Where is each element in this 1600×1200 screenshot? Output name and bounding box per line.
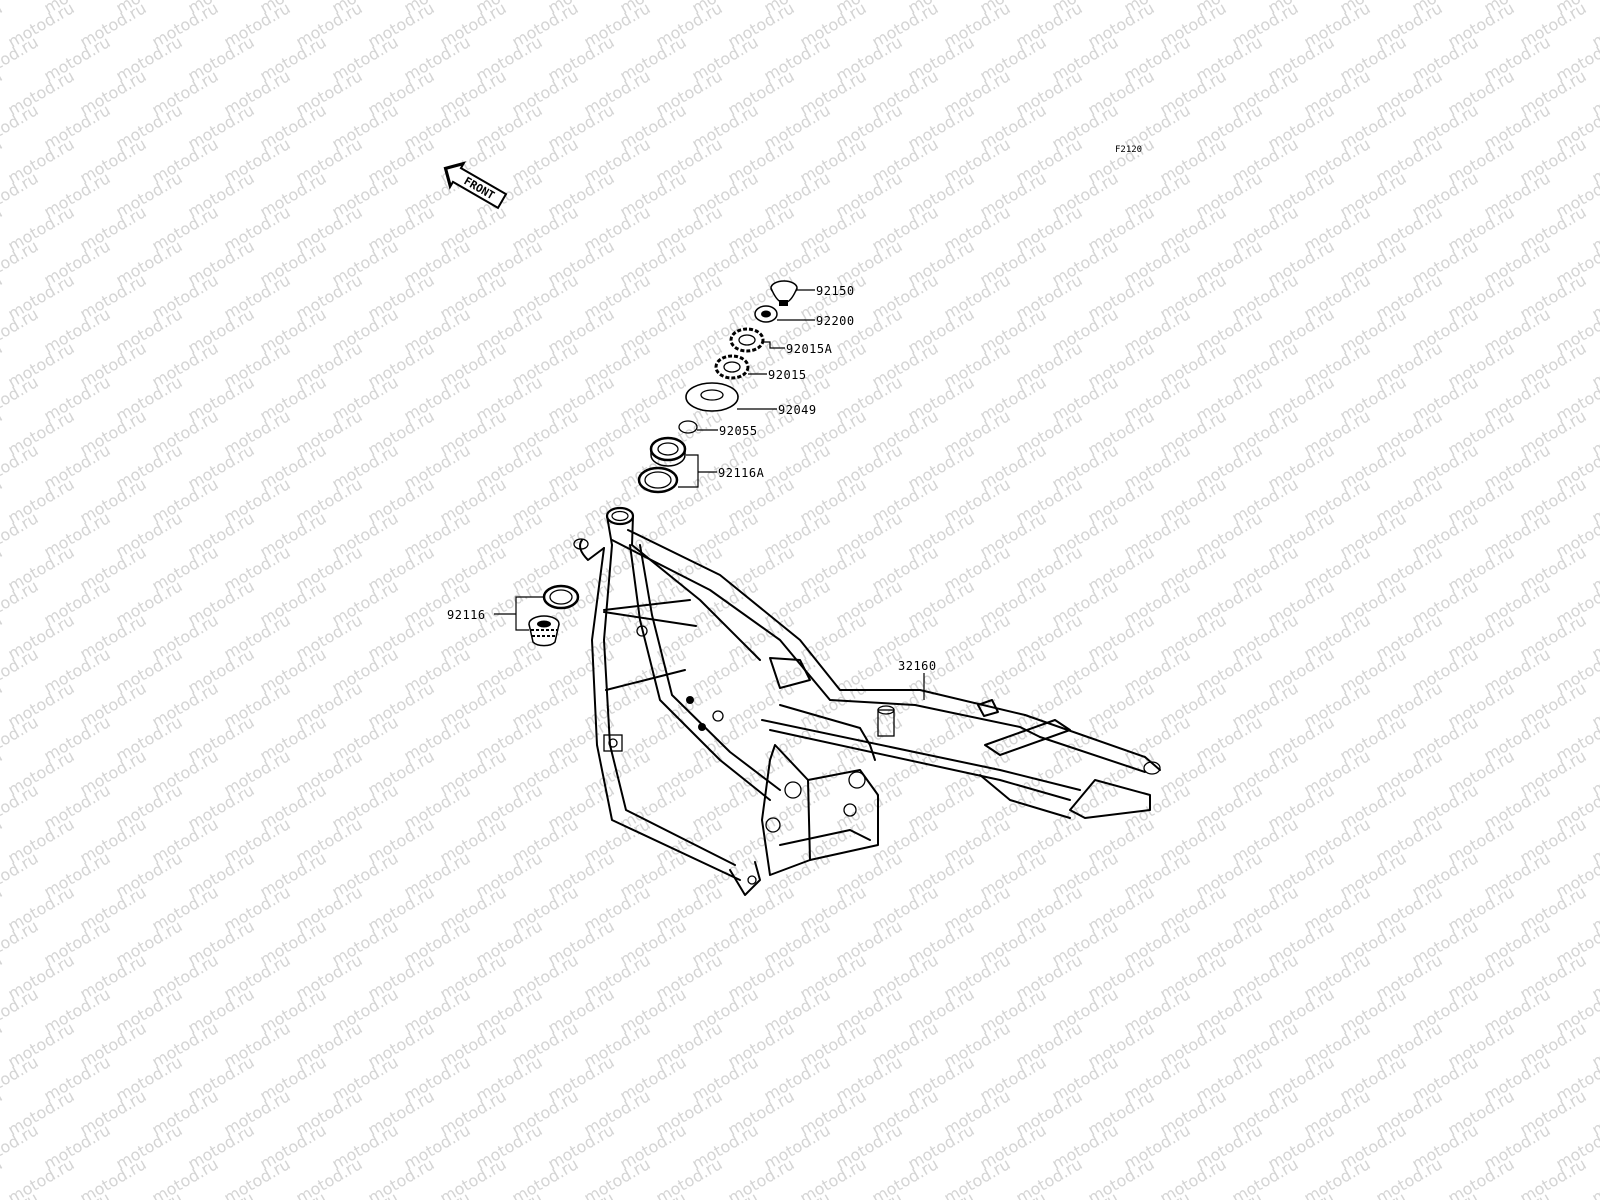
part-92015A-nut — [729, 327, 765, 353]
part-92055-oring — [678, 420, 698, 434]
part-92049-seal — [685, 382, 739, 412]
label-92116A: 92116A — [718, 466, 765, 480]
leader-92116A — [678, 454, 717, 488]
leader-92015A — [763, 341, 785, 349]
part-92150-cap — [770, 280, 798, 306]
part-92200-washer — [754, 305, 778, 323]
part-92015-nut — [714, 354, 750, 380]
label-92116: 92116 — [447, 608, 486, 622]
label-92015A: 92015A — [786, 342, 833, 356]
label-92055: 92055 — [719, 424, 758, 438]
front-arrow: FRONT — [443, 161, 508, 210]
label-32160: 32160 — [898, 659, 937, 673]
part-92116A-bearing — [637, 436, 687, 494]
part-32160-frame — [573, 506, 1161, 896]
label-92015: 92015 — [768, 368, 807, 382]
leader-92116 — [494, 596, 544, 631]
diagram-code: F2120 — [1115, 145, 1142, 155]
label-92049: 92049 — [778, 403, 817, 417]
label-92200: 92200 — [816, 314, 855, 328]
label-92150: 92150 — [816, 284, 855, 298]
part-92116-bearing — [528, 584, 580, 647]
